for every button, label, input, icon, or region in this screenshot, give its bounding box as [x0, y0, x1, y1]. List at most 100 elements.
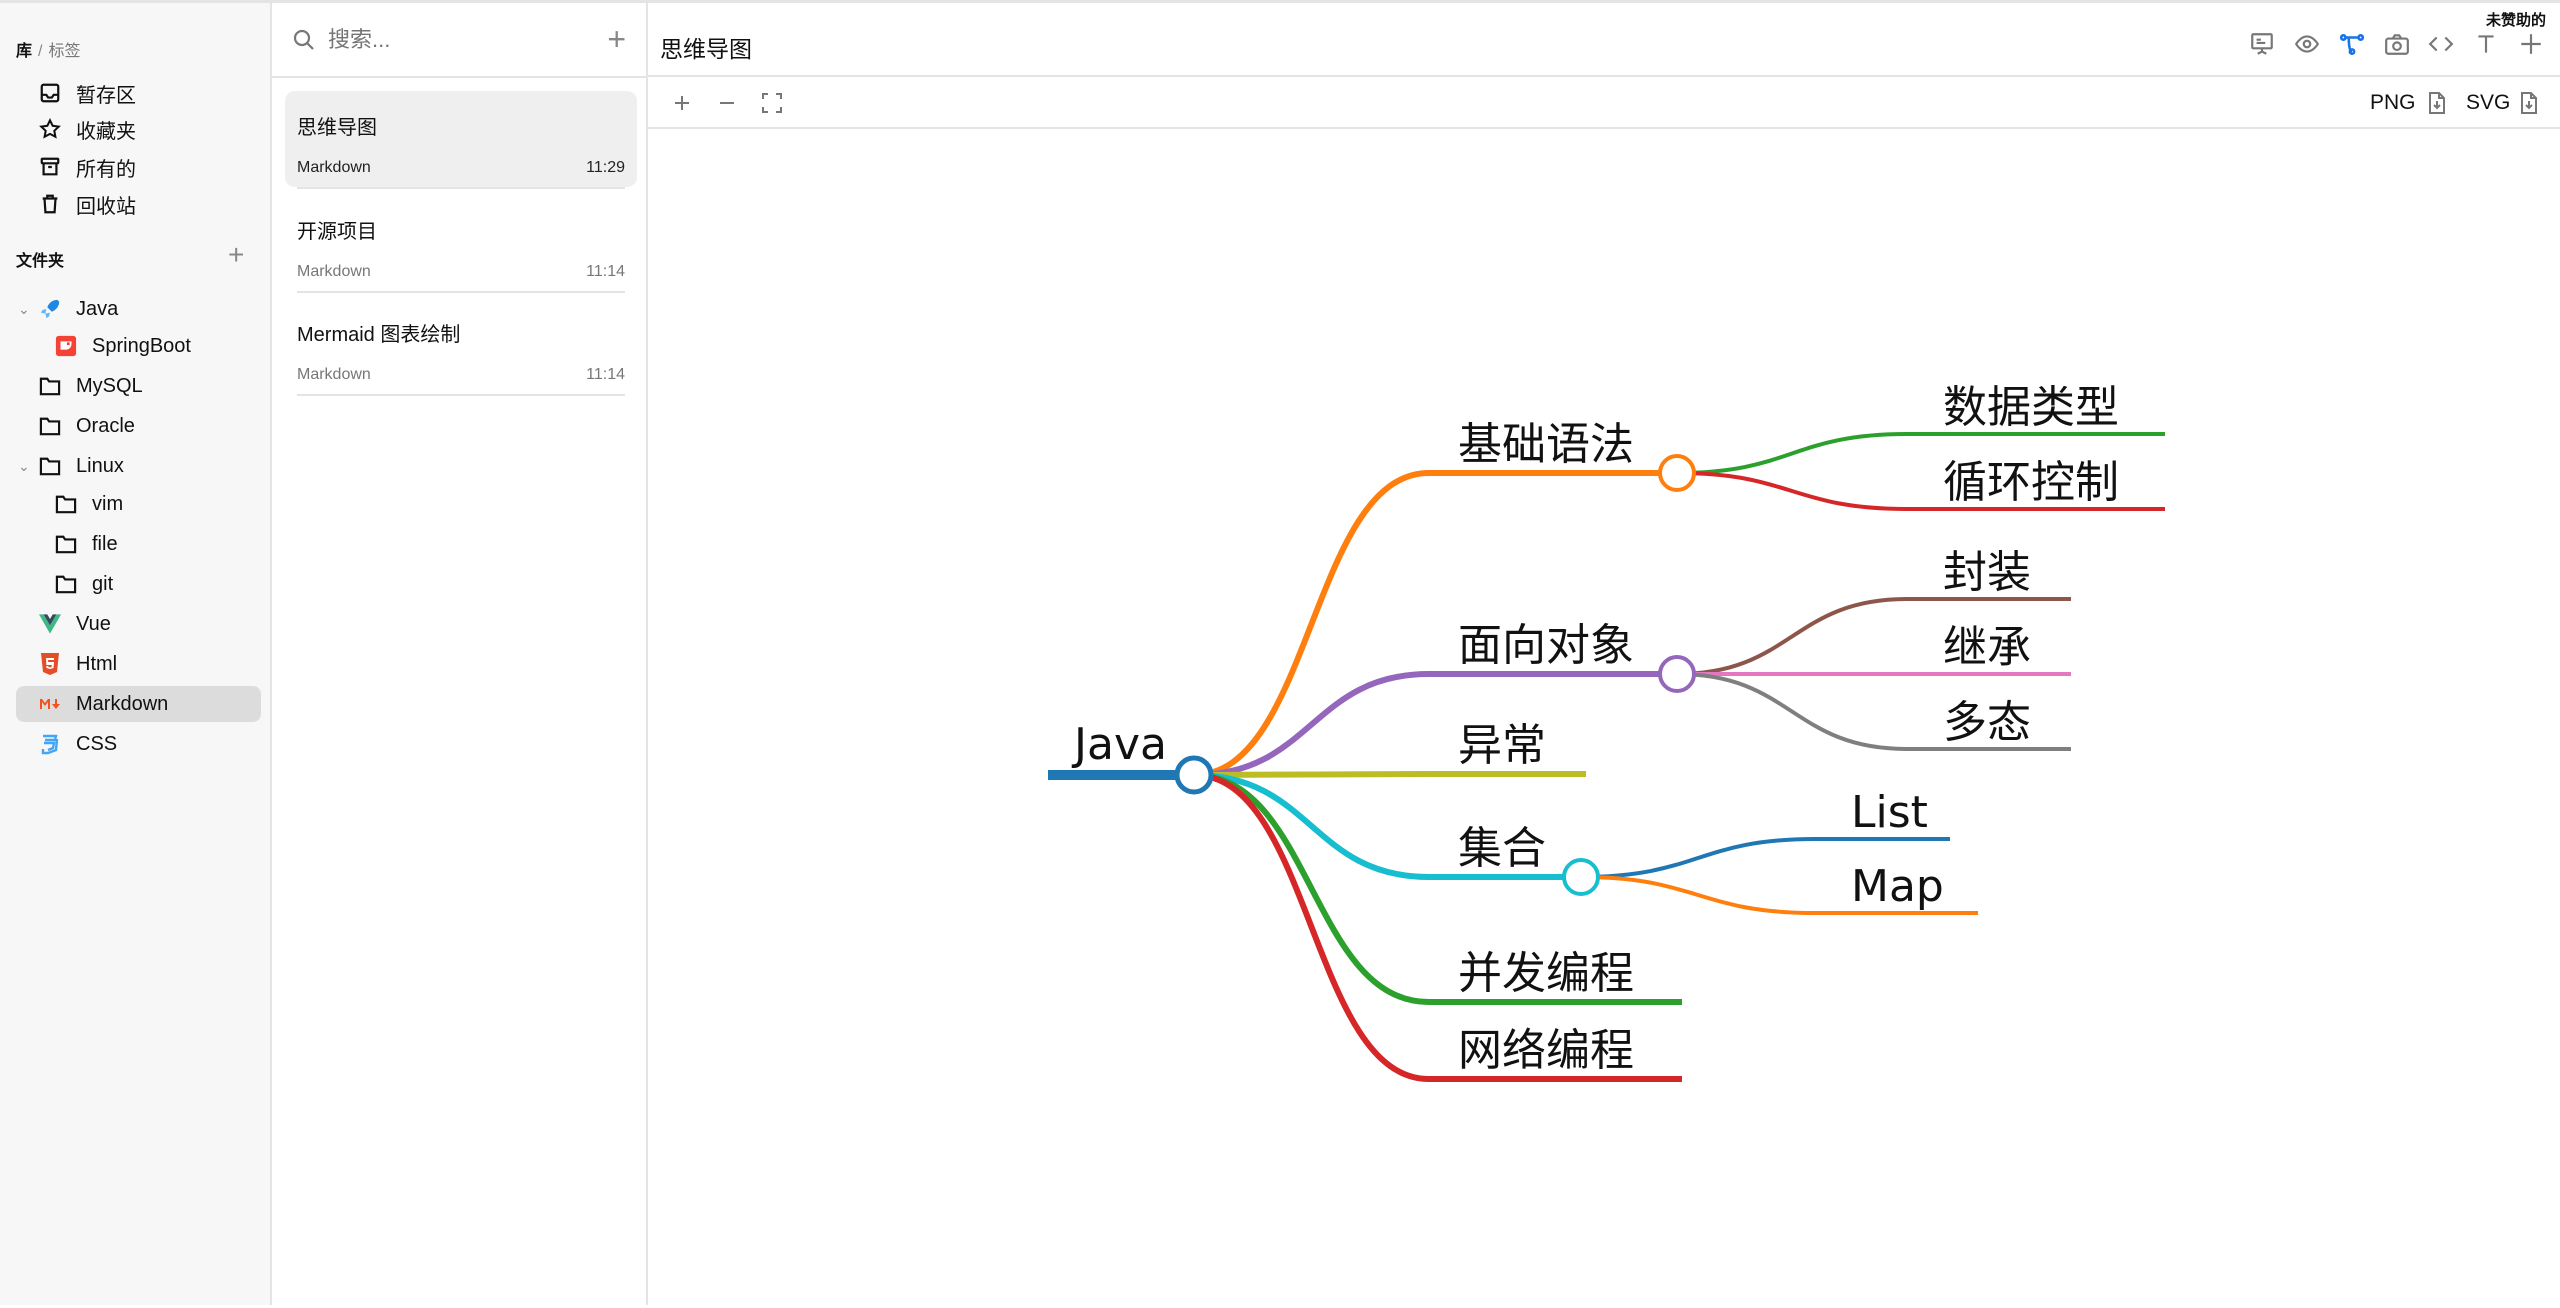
add-folder-button[interactable]: + [228, 239, 245, 270]
note-title: Mermaid 图表绘制 [297, 324, 461, 346]
note-title: 思维导图 [297, 117, 377, 139]
sidebar-item-label: 回收站 [76, 195, 136, 218]
breadcrumb: 库 / 标签 [16, 37, 80, 61]
folder-oracle[interactable]: Oracle [38, 408, 283, 444]
branch-label: 集合 [1458, 823, 1546, 874]
file-download-icon[interactable] [2517, 91, 2541, 115]
sidebar-item-label: CSS [76, 732, 118, 755]
breadcrumb-tags[interactable]: 标签 [48, 43, 81, 60]
note-title: 开源项目 [297, 221, 377, 243]
sidebar-item-label: 暂存区 [76, 84, 136, 107]
leaf-line [1676, 672, 2071, 751]
branch-label: 面向对象 [1458, 620, 1634, 671]
folder-file[interactable]: file [54, 526, 299, 562]
leaf-line [1580, 837, 1950, 879]
sidebar-item-label: Linux [76, 454, 124, 477]
sidebar-item-staging[interactable]: 暂存区 [38, 75, 283, 111]
star-icon [38, 117, 62, 141]
chevron-down-icon[interactable]: ⌄ [18, 457, 30, 474]
zoom-in-icon[interactable] [670, 91, 694, 115]
sidebar-item-label: Markdown [76, 692, 169, 715]
leaf-line [1676, 471, 2165, 511]
divider [297, 291, 625, 293]
editor-header: 思维导图 未赞助的 [648, 3, 2560, 77]
folder-vim[interactable]: vim [54, 486, 299, 522]
search-input[interactable] [328, 26, 578, 53]
folder-icon [38, 414, 62, 438]
branch-line [1193, 470, 1677, 778]
chevron-down-icon[interactable]: ⌄ [18, 300, 30, 317]
zoom-out-icon[interactable] [715, 91, 739, 115]
note-type: Markdown [297, 159, 371, 176]
folder-icon [38, 454, 62, 478]
leaf-label: List [1851, 787, 1928, 838]
markdown-icon [38, 692, 62, 716]
divider [297, 187, 625, 189]
mindmap-canvas[interactable]: Java基础语法数据类型循环控制面向对象封装继承多态异常集合ListMap并发编… [648, 129, 2560, 1308]
branch-line [1193, 772, 1581, 880]
folders-title: 文件夹 [16, 253, 65, 270]
branch-node-circle [1658, 655, 1696, 693]
sidebar-item-label: file [92, 532, 118, 555]
sidebar-item-label: MySQL [76, 374, 143, 397]
note-item[interactable]: 思维导图 Markdown 11:29 [285, 91, 637, 189]
leaf-label: 继承 [1943, 622, 2031, 673]
note-item[interactable]: Mermaid 图表绘制 Markdown 11:14 [285, 298, 637, 396]
add-note-button[interactable]: + [607, 21, 626, 57]
note-time: 11:14 [586, 263, 625, 280]
presentation-icon[interactable] [2249, 31, 2275, 57]
branch-label: 网络编程 [1458, 1025, 1634, 1076]
folder-icon [38, 374, 62, 398]
export-png-button[interactable]: PNG [2370, 91, 2416, 114]
sidebar-item-label: Java [76, 297, 119, 320]
branch-label: 基础语法 [1458, 419, 1634, 470]
folder-springboot[interactable]: SpringBoot [54, 328, 299, 364]
leaf-label: 多态 [1943, 697, 2031, 748]
note-item[interactable]: 开源项目 Markdown 11:14 [285, 195, 637, 293]
inbox-icon [38, 81, 62, 105]
file-download-icon[interactable] [2425, 91, 2449, 115]
breadcrumb-separator: / [38, 43, 43, 60]
folder-linux[interactable]: ⌄ Linux [18, 448, 283, 484]
camera-icon[interactable] [2384, 31, 2410, 57]
branch-label: 并发编程 [1458, 948, 1634, 999]
search-bar: + [272, 3, 646, 78]
note-title-heading[interactable]: 思维导图 [660, 36, 752, 62]
sidebar: 库/标签 暂存区 收藏夹 所有的 回收站 文件夹 + ⌄ Java Spring… [0, 0, 272, 1305]
note-list: + 思维导图 Markdown 11:29 开源项目 Markdown 11:1… [272, 0, 648, 1305]
sidebar-item-label: Html [76, 652, 118, 675]
export-svg-button[interactable]: SVG [2466, 91, 2511, 114]
trash-icon [38, 192, 62, 216]
plus-icon[interactable] [2518, 31, 2544, 57]
branch-node-circle [1562, 858, 1600, 896]
folder-mysql[interactable]: MySQL [38, 368, 283, 404]
folder-html[interactable]: Html [38, 646, 283, 682]
folder-css[interactable]: CSS [38, 726, 283, 762]
folder-icon [54, 572, 78, 596]
sidebar-item-label: Vue [76, 612, 111, 635]
branch-line [1193, 671, 1677, 778]
code-icon[interactable] [2428, 31, 2454, 57]
eye-icon[interactable] [2294, 31, 2320, 57]
sidebar-item-all[interactable]: 所有的 [38, 149, 283, 185]
springboot-icon [54, 334, 78, 358]
folder-vue[interactable]: Vue [38, 606, 283, 642]
folder-java[interactable]: ⌄ Java [18, 291, 283, 327]
leaf-line [1676, 597, 2071, 676]
breadcrumb-library[interactable]: 库 [16, 43, 33, 60]
fullscreen-icon[interactable] [760, 91, 784, 115]
text-icon[interactable] [2473, 31, 2499, 57]
sidebar-item-favorites[interactable]: 收藏夹 [38, 111, 283, 147]
sidebar-item-trash[interactable]: 回收站 [38, 186, 283, 222]
sidebar-item-label: vim [92, 492, 124, 515]
note-type: Markdown [297, 366, 371, 383]
folder-icon [54, 492, 78, 516]
branch-line [1193, 772, 1682, 1082]
mindmap-icon[interactable] [2339, 31, 2365, 57]
folder-git[interactable]: git [54, 566, 299, 602]
note-time: 11:29 [586, 159, 625, 176]
folder-markdown[interactable]: Markdown [16, 686, 261, 722]
leaf-label: 数据类型 [1943, 382, 2119, 433]
folder-icon [54, 532, 78, 556]
sponsor-status[interactable]: 未赞助的 [2485, 12, 2546, 29]
